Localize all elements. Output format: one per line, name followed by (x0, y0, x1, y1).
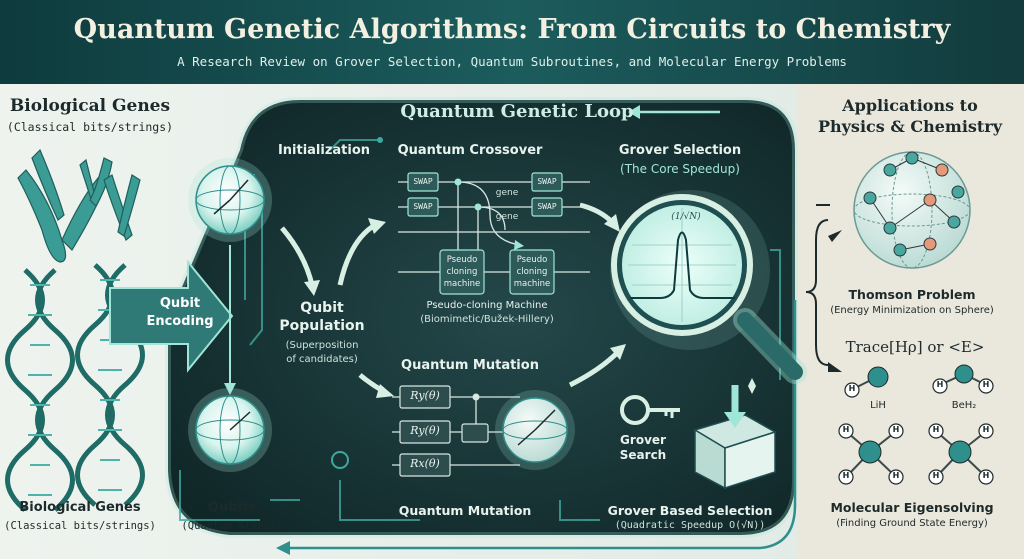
lens-label: (1/√N) (671, 212, 700, 222)
lih-label: LiH (870, 400, 886, 411)
beh2-label: BeH₂ (952, 400, 977, 411)
eigensolving-title: Molecular Eigensolving (830, 500, 993, 515)
machine-2-line-2: cloning (517, 267, 548, 277)
h-atom-label: H (983, 471, 990, 480)
population-label-1: Qubit (300, 300, 343, 316)
h-atom-label: H (983, 425, 990, 434)
machine-2-line-1: Pseudo (517, 255, 548, 265)
left-top-title: Biological Genes (10, 96, 170, 116)
cloning-caption-sub: (Biomimetic/Bužek-Hillery) (420, 314, 554, 325)
page-title: Quantum Genetic Algorithms: From Circuit… (74, 14, 951, 45)
energy-formula: Trace[Hρ] or <E> (846, 338, 985, 356)
h-atom-label: H (893, 471, 900, 480)
loop-title: Quantum Genetic Loop (400, 101, 633, 122)
swap-gate-1: SWAP (413, 177, 432, 186)
left-bottom-subtitle: (Classical bits/strings) (4, 520, 156, 532)
swap-gate-4: SWAP (537, 202, 556, 211)
h-atom-label: H (933, 471, 940, 480)
ry-gate-1: Ry(θ) (410, 389, 440, 402)
h-atom-label: H (983, 380, 990, 389)
encoding-label-2: Encoding (146, 314, 213, 329)
machine-1-line-2: cloning (447, 267, 478, 277)
left-bottom-title: Biological Genes (19, 500, 140, 515)
grover-subtitle: (The Core Speedup) (620, 162, 740, 176)
crossover-title: Quantum Crossover (398, 143, 543, 158)
apps-title-1: Applications to (842, 96, 977, 115)
grover-title: Grover Selection (619, 143, 741, 158)
grover-search-1: Grover (620, 433, 666, 447)
mutation-title: Quantum Mutation (401, 358, 539, 373)
h-atom-label: H (843, 471, 850, 480)
cloning-caption: Pseudo-cloning Machine (426, 300, 547, 311)
grover-bottom-title: Grover Based Selection (608, 503, 773, 518)
swap-gate-3: SWAP (537, 177, 556, 186)
initialization-label: Initialization (278, 143, 370, 158)
h-atom-label: H (937, 380, 944, 389)
ry-gate-2: Ry(θ) (410, 424, 440, 437)
grover-bottom-subtitle: (Quadratic Speedup O(√N)) (615, 520, 766, 531)
grover-search-2: Search (620, 448, 666, 462)
qubits-sub: (Quantum States) (181, 520, 282, 532)
population-sub-1: (Superposition (286, 340, 359, 351)
h-atom-label: H (843, 425, 850, 434)
h-atom-label: H (893, 425, 900, 434)
population-sub-2: of candidates) (286, 354, 358, 365)
encoding-label-1: Qubit (160, 296, 200, 311)
machine-1-line-1: Pseudo (447, 255, 478, 265)
page-subtitle: A Research Review on Grover Selection, Q… (177, 54, 847, 69)
rx-gate: Rx(θ) (410, 457, 440, 470)
gene-label-1: gene (496, 188, 519, 198)
qubits-label: Qubits (208, 500, 256, 515)
left-top-subtitle: (Classical bits/strings) (7, 120, 173, 134)
gene-label-2: gene (496, 212, 519, 222)
swap-gate-2: SWAP (413, 202, 432, 211)
population-label-2: Population (279, 318, 364, 334)
eigensolving-subtitle: (Finding Ground State Energy) (836, 518, 988, 529)
machine-2-line-3: machine (514, 279, 551, 289)
thomson-title: Thomson Problem (849, 287, 976, 302)
thomson-subtitle: (Energy Minimization on Sphere) (830, 305, 994, 316)
apps-title-2: Physics & Chemistry (818, 117, 1002, 136)
h-atom-label: H (849, 384, 856, 393)
machine-1-line-3: machine (444, 279, 481, 289)
h-atom-label: H (933, 425, 940, 434)
mutation-bottom-label: Quantum Mutation (399, 503, 532, 518)
